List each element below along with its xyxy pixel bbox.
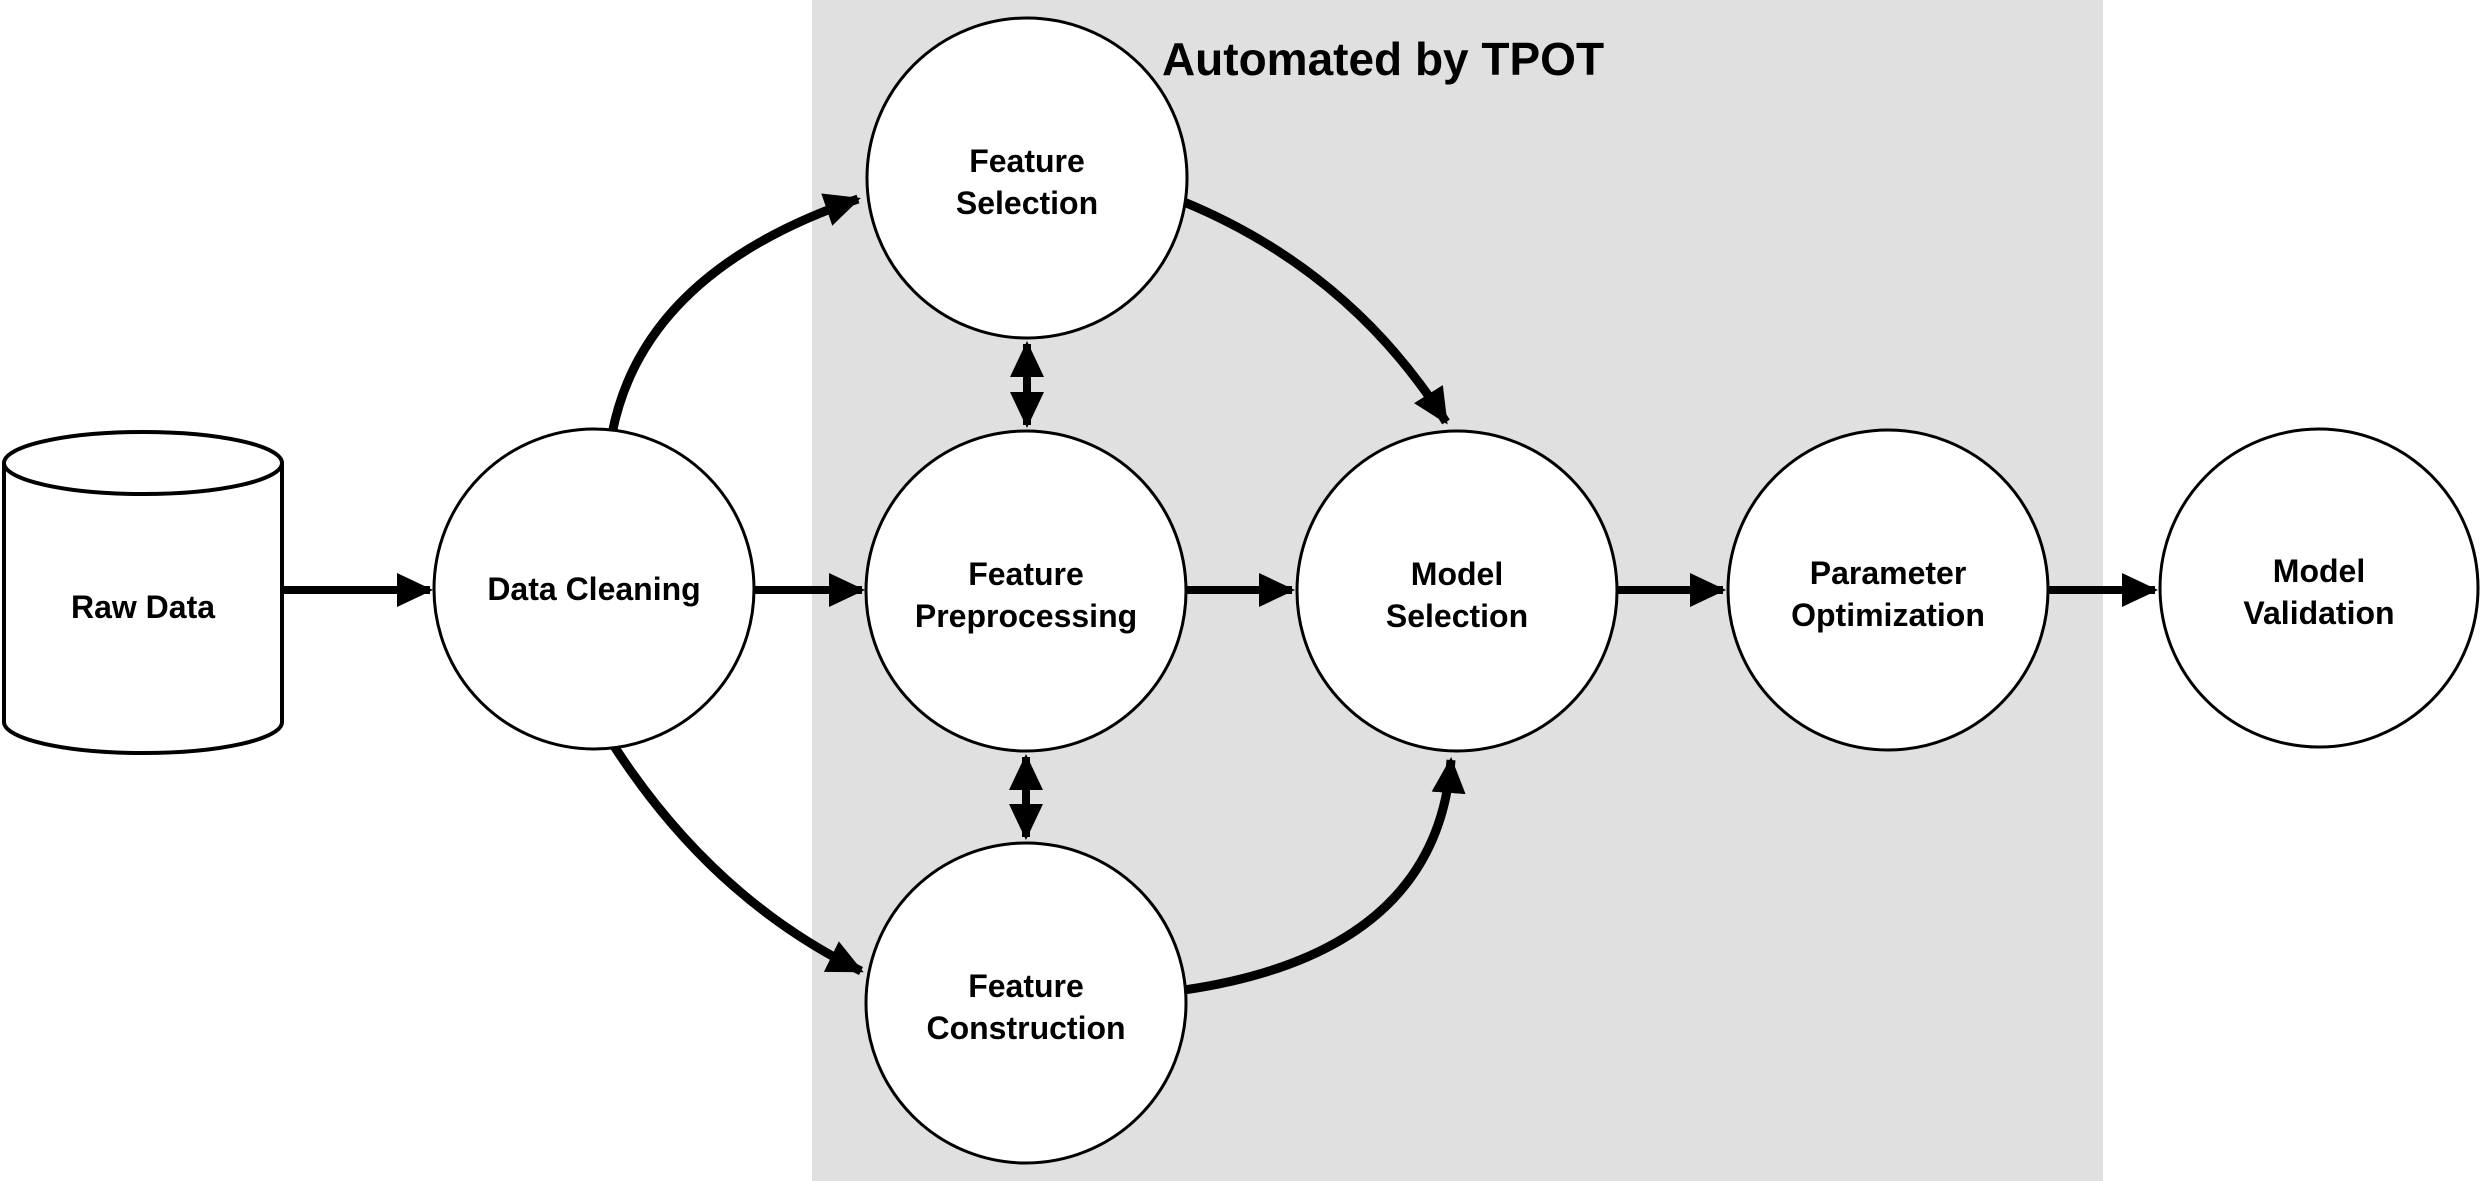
model-selection-label-line2: Selection [1386,598,1528,634]
node-raw-data: Raw Data [2,430,284,755]
feature-preprocessing-label-line1: Feature [968,556,1084,592]
feature-selection-circle [865,16,1189,340]
raw-data-cylinder-body [2,463,284,755]
feature-selection-label-line1: Feature [969,143,1085,179]
parameter-optimization-label-line2: Optimization [1791,597,1985,633]
edges [284,193,2158,995]
node-model-validation: Model Validation [2158,427,2480,749]
feature-construction-label-line1: Feature [968,968,1084,1004]
data-cleaning-circle [432,427,756,751]
node-feature-construction: Feature Construction [864,841,1188,1165]
region-title: Automated by TPOT [1162,33,1604,85]
edge-featureconstruction-modelselection [1183,757,1466,995]
parameter-optimization-label-line1: Parameter [1810,555,1967,591]
node-feature-preprocessing: Feature Preprocessing [864,429,1188,753]
model-validation-label-line2: Validation [2243,595,2394,631]
feature-preprocessing-label-line2: Preprocessing [915,598,1137,634]
feature-selection-label-line2: Selection [956,185,1098,221]
edge-datacleaning-featureconstruction [610,743,864,976]
feature-preprocessing-circle [864,429,1188,753]
model-validation-label-line1: Model [2273,553,2365,589]
node-model-selection: Model Selection [1295,429,1619,753]
node-data-cleaning: Data Cleaning [432,427,756,751]
model-validation-circle [2158,427,2480,749]
node-parameter-optimization: Parameter Optimization [1726,428,2050,752]
edge-featureselection-modelselection [1182,197,1450,425]
model-selection-circle [1295,429,1619,753]
feature-construction-label-line2: Construction [926,1010,1125,1046]
raw-data-label: Raw Data [71,589,215,625]
parameter-optimization-circle [1726,428,2050,752]
model-selection-label-line1: Model [1411,556,1503,592]
raw-data-cylinder-top [2,430,284,496]
data-cleaning-label: Data Cleaning [487,571,700,607]
edge-datacleaning-featureselection [607,193,861,435]
feature-construction-circle [864,841,1188,1165]
node-feature-selection: Feature Selection [865,16,1189,340]
